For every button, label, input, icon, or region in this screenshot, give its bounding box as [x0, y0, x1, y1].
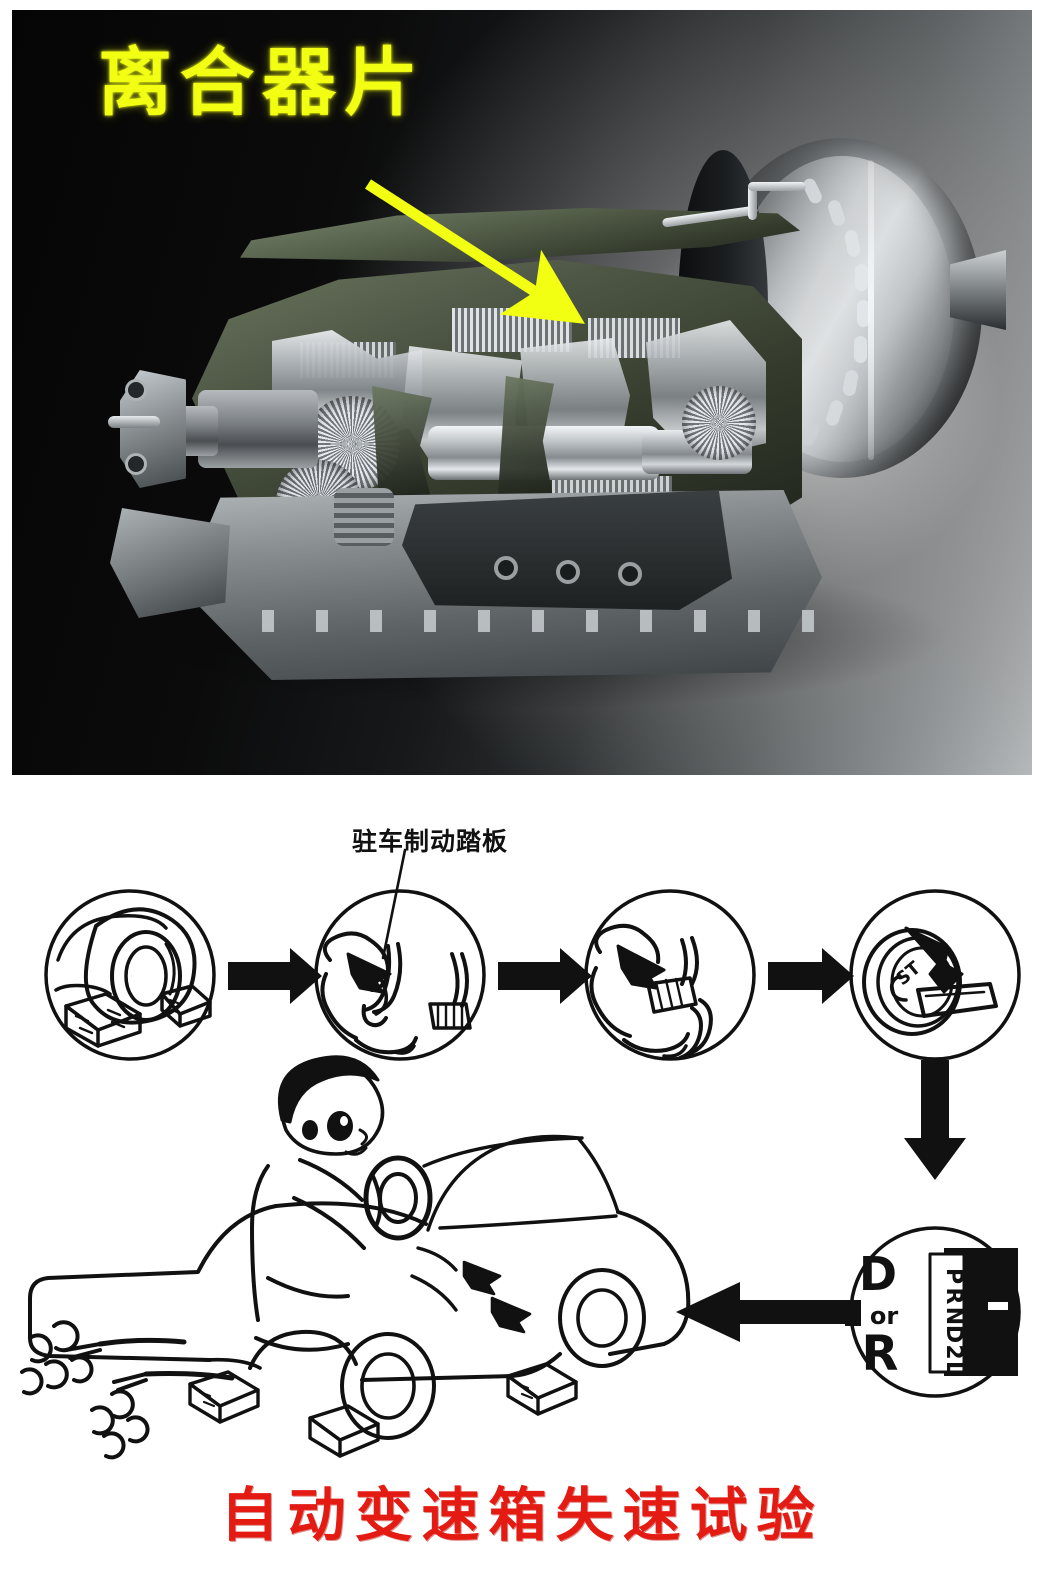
step-full-throttle: [20, 1055, 691, 1460]
arrow-step1-to-step2: [228, 948, 322, 1004]
brake-pedal-leader-line: [381, 848, 407, 960]
step-flow-arrows: [228, 948, 854, 1004]
svg-text:L: L: [941, 1361, 966, 1375]
step-brake-pedal: [584, 889, 756, 1061]
gear-selector-letters: D or R: [859, 1247, 899, 1382]
gear-range-letters: P R N D 2 L: [941, 1268, 966, 1375]
svg-text:D: D: [941, 1325, 966, 1343]
valve-body: [402, 490, 732, 610]
bottom-caption: 自动变速箱失速试验: [220, 1481, 824, 1549]
photo-title: 离合器片: [98, 40, 426, 126]
svg-text:2: 2: [941, 1344, 966, 1359]
gear-wheel: [682, 386, 756, 460]
svg-text:P: P: [941, 1268, 966, 1284]
svg-text:R: R: [941, 1288, 966, 1305]
transmission-cutaway-illustration: [72, 90, 1006, 710]
stall-test-procedure-diagram: D or R P R N D 2 L ST: [0, 778, 1044, 1574]
clutch-pack-pointer-arrow: [365, 179, 585, 324]
parking-brake-pedal-label: 驻车制动踏板: [352, 827, 509, 856]
gear-label-r: R: [862, 1326, 899, 1382]
step-parking-brake: [314, 889, 486, 1061]
step-wheel-chocks: [44, 889, 216, 1061]
procedure-svg: D or R P R N D 2 L ST: [20, 848, 1021, 1460]
step-gear-select: [845, 1226, 1021, 1398]
arrow-step3-to-step4: [768, 948, 854, 1004]
arrow-step5-to-step6: [676, 1282, 848, 1342]
step-ignition-start: [849, 889, 1021, 1061]
gear-label-d: D: [859, 1247, 897, 1301]
arrow-step4-to-step5: [904, 1060, 966, 1180]
output-flange-assembly: [102, 360, 322, 540]
svg-text:N: N: [941, 1307, 966, 1325]
gear-label-or: or: [870, 1302, 898, 1330]
transmission-photo-panel: 离合器片: [12, 10, 1032, 775]
arrow-step2-to-step3: [498, 948, 592, 1004]
cooler-line-tube: [661, 182, 812, 246]
